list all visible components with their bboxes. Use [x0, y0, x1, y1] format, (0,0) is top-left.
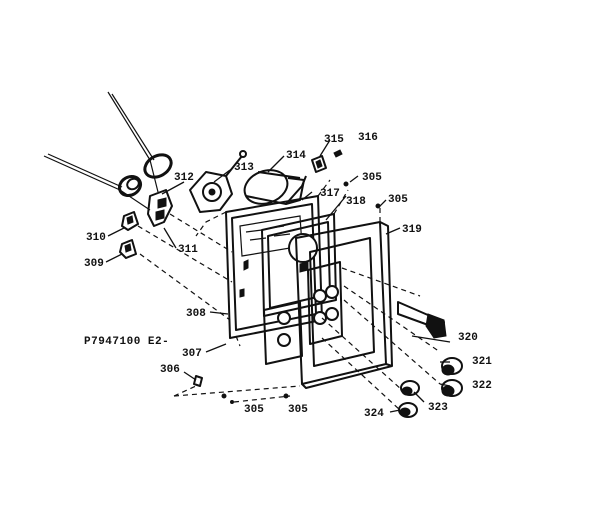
label-305-bottom-left: 305: [244, 404, 264, 416]
part-315-bracket: [311, 155, 327, 173]
label-323: 323: [428, 402, 448, 414]
part-322-knob: [441, 379, 463, 397]
label-311: 311: [178, 244, 198, 256]
label-309: 309: [84, 258, 104, 270]
label-308: 308: [186, 308, 206, 320]
figure-code: P7947100 E2-: [84, 336, 169, 348]
part-323-knob: [400, 380, 420, 396]
label-305-bottom-right: 305: [288, 404, 308, 416]
part-312-ring-assembly: [117, 153, 173, 227]
part-313-bracket: [189, 150, 247, 213]
label-318: 318: [346, 196, 366, 208]
label-324: 324: [364, 408, 384, 420]
part-305-screws: [221, 181, 381, 404]
part-309-clip: [119, 239, 137, 259]
label-314: 314: [286, 150, 306, 162]
label-319: 319: [402, 224, 422, 236]
part-306-screw: [193, 375, 203, 387]
part-320-shaft: [397, 301, 451, 343]
part-control-plate: [263, 301, 303, 365]
label-307: 307: [182, 348, 202, 360]
label-317: 317: [320, 188, 340, 200]
part-310-clip: [121, 211, 139, 231]
label-316: 316: [358, 132, 378, 144]
part-314-cylinder: [243, 169, 307, 205]
part-316-screw: [333, 149, 343, 158]
label-322: 322: [472, 380, 492, 392]
label-312: 312: [174, 172, 194, 184]
part-319-front-panel: [295, 221, 393, 389]
label-321: 321: [472, 356, 492, 368]
label-320: 320: [458, 332, 478, 344]
label-305-top: 305: [362, 172, 382, 184]
label-313: 313: [234, 162, 254, 174]
label-310: 310: [86, 232, 106, 244]
label-315: 315: [324, 134, 344, 146]
part-labels: 315 316 314 313 312 305 317 318 305 319 …: [84, 132, 492, 420]
part-321-knob: [441, 357, 463, 376]
leader-lines: [105, 139, 451, 413]
label-305-right: 305: [388, 194, 408, 206]
part-324-knob: [398, 402, 418, 418]
wire-harness: [43, 91, 159, 211]
label-306: 306: [160, 364, 180, 376]
alignment-lines: [137, 179, 441, 411]
